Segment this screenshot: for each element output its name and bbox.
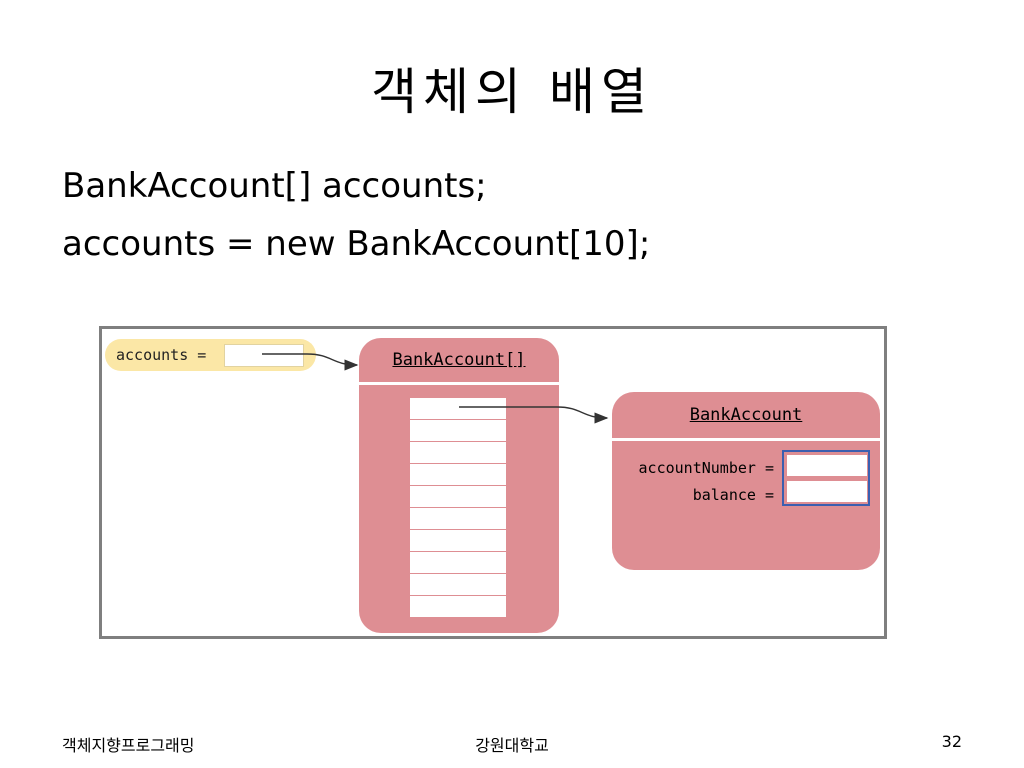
accounts-to-array-arrow [262,353,359,371]
footer-university: 강원대학교 [475,736,549,755]
array-slot [410,574,506,596]
footer-page-number: 32 [941,732,962,751]
array-slot [410,508,506,530]
code-line-allocation: accounts = new BankAccount[10]; [62,224,651,264]
array-slot [410,442,506,464]
bankaccount-object: BankAccount accountNumber = balance = [612,392,880,570]
array-header-divider [359,382,559,385]
accounts-variable-value-box [224,344,304,367]
account-type-name: BankAccount [689,405,803,425]
slot-to-account-arrow [459,406,609,424]
array-type-name: BankAccount[] [392,350,526,370]
footer-course-name: 객체지향프로그래밍 [62,736,195,755]
code-line-declaration: BankAccount[] accounts; [62,166,487,206]
array-slot [410,420,506,442]
account-type-header: BankAccount [612,392,880,438]
balance-value-box [787,481,867,502]
array-type-header: BankAccount[] [359,338,559,382]
accountnumber-value-box [787,455,867,476]
array-slots [410,398,506,618]
slide-title: 객체의 배열 [371,63,653,121]
array-slot [410,486,506,508]
account-header-divider [612,438,880,441]
bankaccount-array-object: BankAccount[] [359,338,559,633]
array-slot [410,398,506,420]
accounts-variable-label: accounts = [116,346,207,364]
field-label-accountnumber: accountNumber = [638,459,774,477]
field-label-balance: balance = [692,486,774,504]
array-slot [410,552,506,574]
array-slot [410,596,506,618]
accounts-variable: accounts = [105,339,316,371]
reference-arrows [262,353,609,424]
fields-highlight-frame [782,450,870,506]
object-array-diagram: accounts = BankAccount[] BankAccount acc… [99,326,887,639]
array-slot [410,464,506,486]
array-slot [410,530,506,552]
